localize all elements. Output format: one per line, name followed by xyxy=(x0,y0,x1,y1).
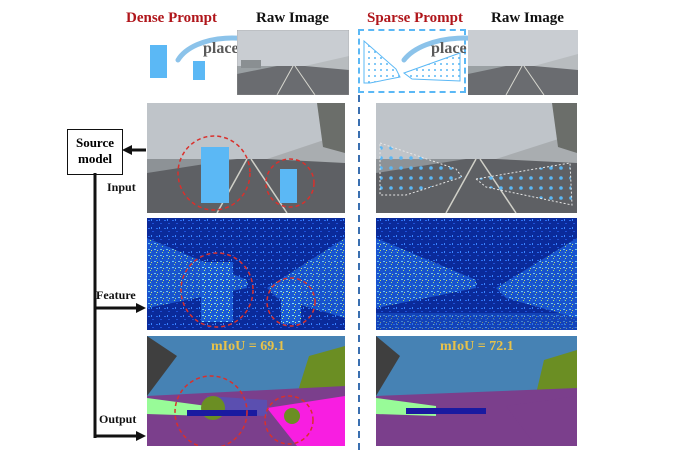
raw-image-top-right xyxy=(468,30,578,95)
output-segmentation-dense xyxy=(147,336,345,446)
dense-miou-label: mIoU = 69.1 xyxy=(211,339,285,354)
dense-prompt-header: Dense Prompt xyxy=(126,10,217,26)
place-label-right: place xyxy=(431,40,467,57)
source-model-line1: Source xyxy=(75,135,115,150)
flow-lines xyxy=(93,145,146,441)
source-model-box: Source model xyxy=(67,129,123,175)
source-model-line2: model xyxy=(78,151,112,166)
sparse-prompt-shapes xyxy=(363,39,461,84)
place-label-left: place xyxy=(203,40,239,57)
input-image-dense xyxy=(147,103,345,213)
row-label-input: Input xyxy=(107,180,136,194)
dense-prompt-block-large xyxy=(150,45,167,78)
raw-image-header-right: Raw Image xyxy=(491,10,564,26)
raw-image-header-left: Raw Image xyxy=(256,10,329,26)
output-segmentation-sparse xyxy=(376,336,577,446)
raw-image-top-left xyxy=(237,30,349,95)
row-label-output: Output xyxy=(99,412,137,426)
sparse-prompt-header: Sparse Prompt xyxy=(367,10,463,26)
sparse-miou-label: mIoU = 72.1 xyxy=(440,339,514,354)
feature-map-sparse xyxy=(376,218,577,330)
dashed-divider xyxy=(358,95,360,451)
input-image-sparse xyxy=(376,103,577,213)
dense-prompt-block-small xyxy=(193,61,205,80)
sparse-prompt-box xyxy=(358,29,466,93)
feature-map-dense xyxy=(147,218,345,330)
row-label-feature: Feature xyxy=(96,288,136,302)
